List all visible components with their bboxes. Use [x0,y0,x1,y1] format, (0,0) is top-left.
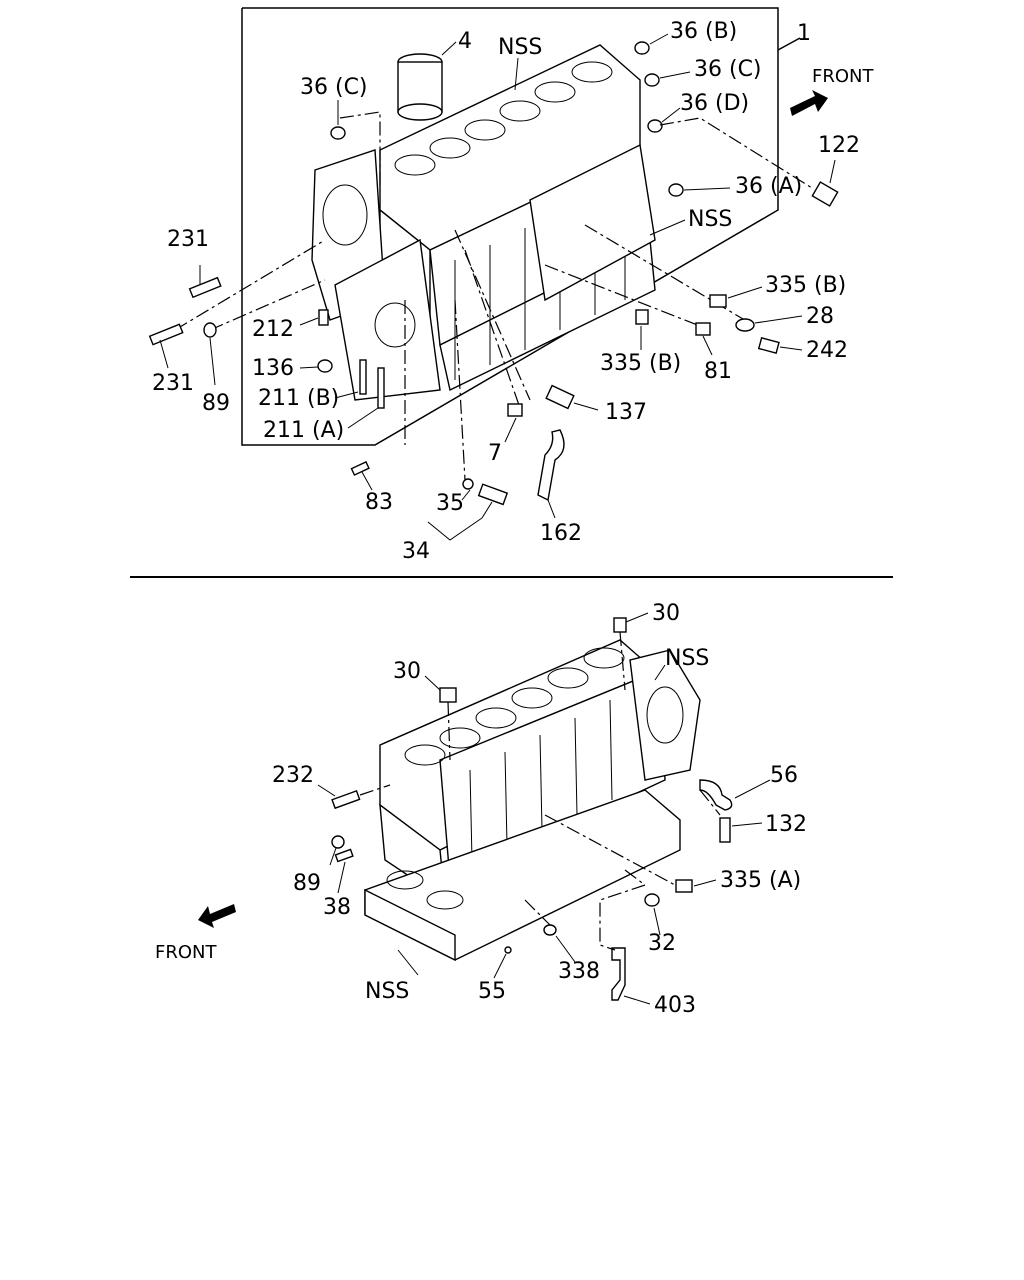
label-nss-bottom: NSS [365,979,409,1004]
label-335b-mid: 335 (B) [600,351,681,376]
front-arrow-top [790,90,828,116]
plug-36c-left [330,126,346,140]
label-338: 338 [558,959,600,984]
gasket-28 [735,318,755,332]
pin-83 [350,460,370,476]
label-35: 35 [436,491,464,516]
bolt-335a [675,879,693,893]
plug-81 [695,322,711,336]
plug-34 [477,483,509,506]
label-231-lower: 231 [152,371,194,396]
bracket-403 [611,947,626,1001]
label-36a: 36 (A) [735,174,802,199]
label-4: 4 [458,29,472,54]
label-7: 7 [488,441,502,466]
front-arrow-bottom [198,904,236,928]
plug-89-top [203,322,217,338]
bolt-211a [377,367,385,409]
label-36c-left: 36 (C) [300,75,368,100]
label-132: 132 [765,812,807,837]
bolt-211b [359,359,367,395]
label-231-upper: 231 [167,227,209,252]
leader-1 [777,37,801,51]
pin-212 [318,309,329,326]
label-335a: 335 (A) [720,868,801,893]
label-nss-right: NSS [688,207,732,232]
label-nss-top: NSS [498,35,542,60]
label-34: 34 [402,539,430,564]
label-211b: 211 (B) [258,386,339,411]
label-nss-bottom-right: NSS [665,646,709,671]
bolt-242 [757,336,780,354]
label-83: 83 [365,490,393,515]
label-36b: 36 (B) [670,19,737,44]
bracket-34 [427,517,483,541]
label-211a: 211 (A) [263,418,344,443]
label-335b-right: 335 (B) [765,273,846,298]
label-28: 28 [806,304,834,329]
pin-38 [334,848,354,863]
cylinder-block-top [311,44,656,401]
label-30-left: 30 [393,659,421,684]
label-89-bottom: 89 [293,871,321,896]
label-122: 122 [818,133,860,158]
label-162: 162 [540,521,582,546]
label-81: 81 [704,359,732,384]
label-36c-right: 36 (C) [694,57,762,82]
label-89-top: 89 [202,391,230,416]
plug-36c-right [644,73,660,87]
plug-136 [317,359,333,373]
hose-162 [537,429,565,502]
stud-231-lower [148,323,184,346]
bolt-335b-mid [635,309,649,325]
top-assembly: 1 4 NSS 36 (B) 36 (C) 36 (C) 36 (D) 36 (… [148,7,874,564]
plug-36b [634,41,650,55]
dowel-30-right [613,617,627,633]
label-136: 136 [252,356,294,381]
bolt-132 [719,817,731,843]
label-30-right: 30 [652,601,680,626]
label-36d: 36 (D) [680,91,749,116]
plug-338 [543,924,557,936]
label-38: 38 [323,895,351,920]
label-55: 55 [478,979,506,1004]
plug-7 [507,403,523,417]
bottom-assembly: 30 30 NSS 232 56 132 89 38 335 (A) FRONT… [155,601,807,1018]
label-232: 232 [272,763,314,788]
label-403: 403 [654,993,696,1018]
label-front-bottom: FRONT [155,942,217,963]
label-56: 56 [770,763,798,788]
label-137: 137 [605,400,647,425]
dowel-30-left [439,687,457,703]
stud-232 [331,789,361,810]
bolt-122 [811,181,839,207]
plug-36a [668,183,684,197]
fitting-137 [545,384,575,410]
pin-55 [504,946,512,954]
oring-35 [462,478,474,490]
stud-231-upper [188,276,222,299]
label-212: 212 [252,317,294,342]
ladder-frame-bottom [364,789,681,962]
plug-36d [647,119,663,133]
label-32: 32 [648,931,676,956]
label-1: 1 [797,21,811,46]
plug-89-bottom [331,835,345,849]
label-front-top: FRONT [812,66,874,87]
label-242: 242 [806,338,848,363]
nozzle-56 [699,779,733,811]
plug-32 [644,893,660,907]
cylinder-liner-4 [397,53,443,121]
bolt-335b-right [709,294,727,308]
